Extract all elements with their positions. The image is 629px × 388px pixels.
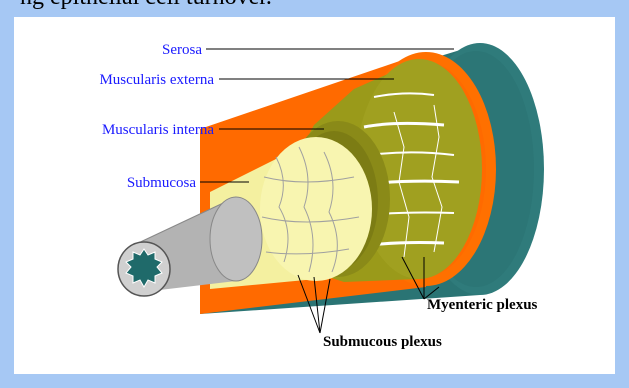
label-submucosa: Submucosa: [127, 175, 197, 191]
diagram-panel: Serosa Muscularis externa Muscularis int…: [14, 17, 615, 374]
label-serosa: Serosa: [162, 42, 202, 58]
label-muscularis-interna: Muscularis interna: [102, 122, 214, 138]
gut-wall-diagram: Serosa Muscularis externa Muscularis int…: [14, 17, 615, 374]
lumen-cross-section: [118, 242, 170, 296]
label-muscularis-externa: Muscularis externa: [99, 72, 214, 88]
label-submucous-plexus: Submucous plexus: [323, 334, 442, 350]
top-caption: ng epithelial cell turnover.: [20, 0, 272, 11]
label-myenteric-plexus: Myenteric plexus: [427, 297, 538, 313]
